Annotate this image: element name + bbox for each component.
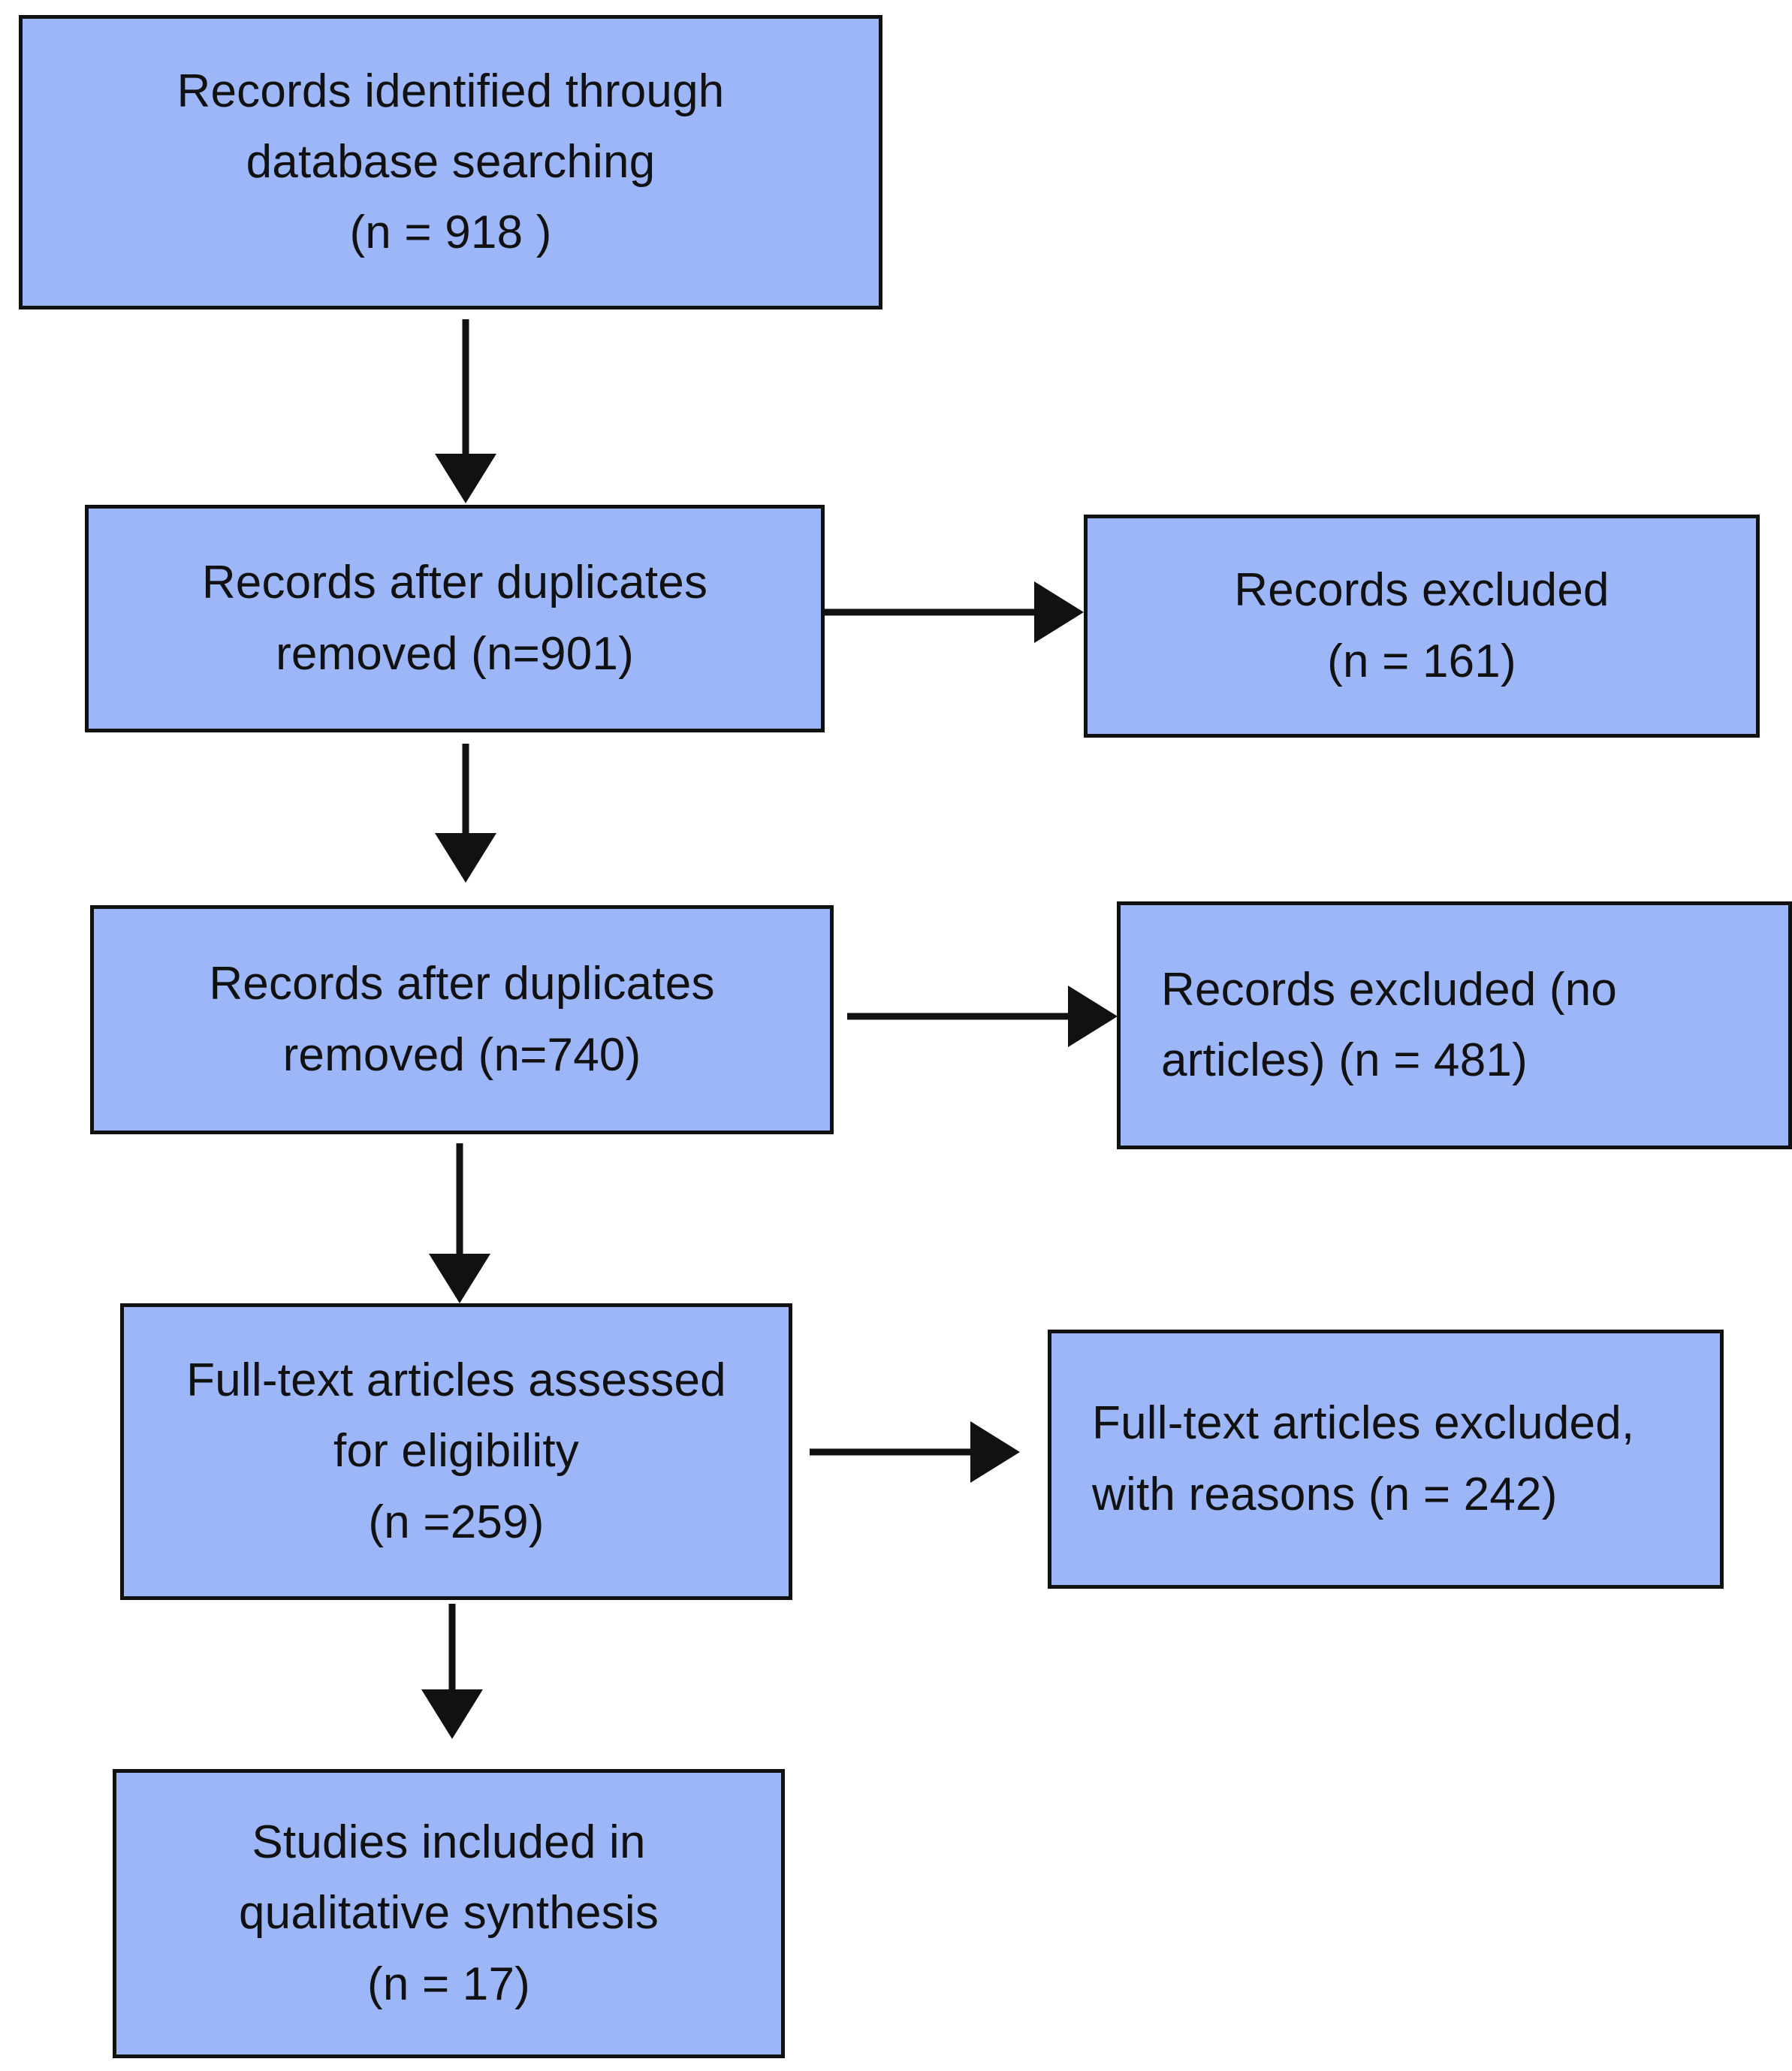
arrow-fulltext-to-excluded-242-icon [810,1421,1020,1483]
arrow-901-to-excluded-161-icon [825,581,1084,643]
node-fulltext-assessed-259: Full-text articles assessed for eligibil… [120,1303,792,1600]
arrow-740-to-fulltext-icon [422,1143,497,1303]
node-records-identified-label: Records identified through database sear… [176,65,725,259]
node-fulltext-excluded-242-label: Full-text articles excluded, with reason… [1092,1397,1635,1520]
node-records-excluded-no-articles-481-label: Records excluded (no articles) (n = 481) [1161,963,1618,1086]
node-fulltext-assessed-259-label: Full-text articles assessed for eligibil… [186,1354,726,1548]
arrow-740-to-excluded-481-icon [847,986,1118,1047]
node-records-after-duplicates-901: Records after duplicates removed (n=901) [85,505,825,732]
node-fulltext-excluded-242: Full-text articles excluded, with reason… [1048,1330,1724,1589]
node-records-excluded-161-label: Records excluded (n = 161) [1234,564,1609,687]
node-records-excluded-161: Records excluded (n = 161) [1084,515,1760,738]
node-studies-included-17: Studies included in qualitative synthesi… [113,1769,785,2058]
node-records-after-duplicates-740: Records after duplicates removed (n=740) [90,905,834,1134]
node-records-after-duplicates-740-label: Records after duplicates removed (n=740) [209,958,715,1081]
node-records-identified: Records identified through database sear… [19,15,882,309]
node-records-after-duplicates-901-label: Records after duplicates removed (n=901) [201,557,708,680]
arrow-901-to-740-icon [428,744,503,883]
node-studies-included-17-label: Studies included in qualitative synthesi… [238,1816,659,2010]
node-records-excluded-no-articles-481: Records excluded (no articles) (n = 481) [1117,901,1792,1149]
arrow-identification-to-901-icon [428,319,503,503]
arrow-fulltext-to-included-icon [415,1604,490,1739]
